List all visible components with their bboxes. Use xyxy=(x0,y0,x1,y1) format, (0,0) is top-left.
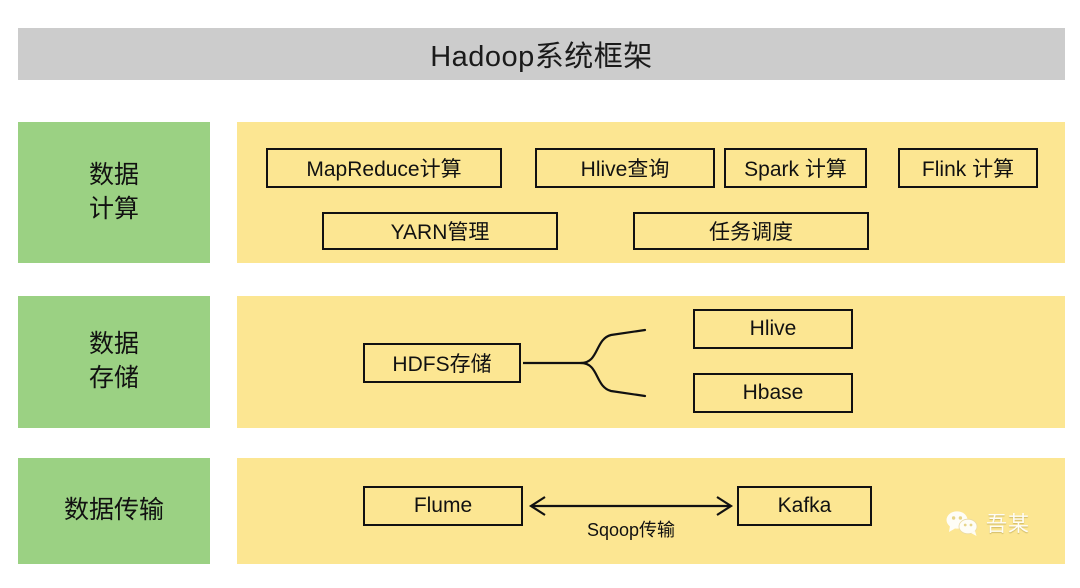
row-data-storage: 数据 存储 HDFS存储 Hlive Hbase xyxy=(0,296,1080,428)
box-kafka[interactable]: Kafka xyxy=(737,486,872,526)
box-mapreduce[interactable]: MapReduce计算 xyxy=(266,148,502,188)
watermark-text: 吾某 xyxy=(986,513,1030,536)
category-label-line2: 计算 xyxy=(88,194,139,223)
box-hdfs[interactable]: HDFS存储 xyxy=(363,343,521,383)
category-label-line2: 存储 xyxy=(88,364,139,392)
category-label-data-transfer: 数据传输 xyxy=(18,458,210,564)
box-flink[interactable]: Flink 计算 xyxy=(898,148,1038,188)
watermark: 吾某 xyxy=(945,508,1030,538)
category-label-data-storage: 数据 存储 xyxy=(18,296,210,428)
box-yarn[interactable]: YARN管理 xyxy=(322,212,558,250)
connector-label-sqoop: Sqoop传输 xyxy=(586,520,676,540)
panel-data-compute: MapReduce计算 Hlive查询 Spark 计算 Flink 计算 YA… xyxy=(237,122,1065,263)
category-label-text: 数据传输 xyxy=(63,496,164,525)
brace-connector-icon xyxy=(523,328,647,398)
wechat-icon xyxy=(946,511,978,536)
box-task-schedule[interactable]: 任务调度 xyxy=(633,212,869,250)
category-label-data-compute: 数据 计算 xyxy=(18,122,210,263)
box-flume[interactable]: Flume xyxy=(363,486,523,526)
box-hlive[interactable]: Hlive xyxy=(693,309,853,349)
bidirectional-arrow-icon xyxy=(528,496,734,516)
box-hlive-query[interactable]: Hlive查询 xyxy=(535,148,715,188)
category-label-line1: 数据 xyxy=(88,160,139,189)
row-data-compute: 数据 计算 MapReduce计算 Hlive查询 Spark 计算 Flink… xyxy=(0,122,1080,263)
page-title: Hadoop系统框架 xyxy=(430,41,653,73)
panel-data-transfer: Flume Sqoop传输 Kafka xyxy=(237,458,1065,564)
row-data-transfer: 数据传输 Flume Sqoop传输 Kafka xyxy=(0,458,1080,564)
category-label-line1: 数据 xyxy=(88,330,139,359)
box-hbase[interactable]: Hbase xyxy=(693,373,853,413)
page-title-banner: Hadoop系统框架 xyxy=(18,28,1065,80)
box-spark[interactable]: Spark 计算 xyxy=(724,148,867,188)
panel-data-storage: HDFS存储 Hlive Hbase xyxy=(237,296,1065,428)
